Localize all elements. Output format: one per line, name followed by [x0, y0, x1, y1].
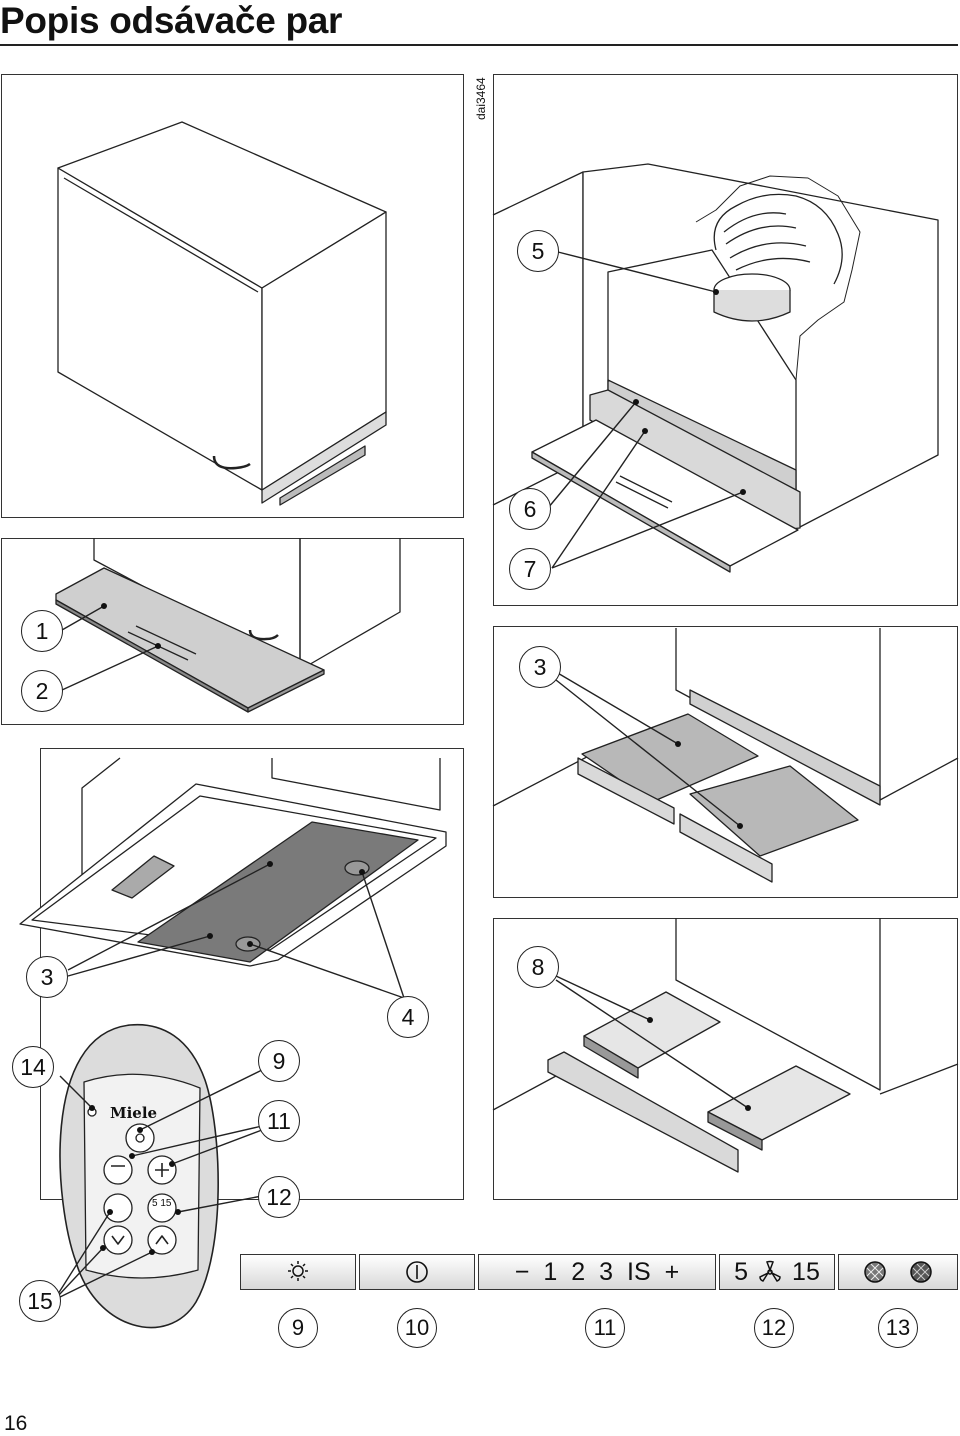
- fan-icon: [759, 1260, 781, 1282]
- legend-9: 9: [278, 1308, 318, 1348]
- callout-11: 11: [258, 1100, 300, 1142]
- callout-12: 12: [258, 1176, 300, 1218]
- control-light-button: [240, 1254, 356, 1290]
- callout-15: 15: [19, 1280, 61, 1322]
- timer-15-label: 15: [792, 1257, 820, 1286]
- callout-7: 7: [509, 548, 551, 590]
- page-title: Popis odsávače par: [0, 0, 343, 41]
- callout-5: 5: [517, 230, 559, 272]
- power-icon: [406, 1261, 428, 1283]
- remote-fan-levels-label: 5 15: [152, 1198, 172, 1209]
- callout-3-underside: 3: [26, 956, 68, 998]
- control-fan-speed: − 1 2 3 IS +: [478, 1254, 716, 1290]
- callout-3-grease-filters: 3: [519, 646, 561, 688]
- page-number: 16: [4, 1412, 28, 1435]
- callout-4: 4: [387, 996, 429, 1038]
- grease-filter-icon: [864, 1261, 886, 1283]
- callout-14: 14: [12, 1046, 54, 1088]
- timer-5-label: 5: [734, 1257, 749, 1286]
- panel-underside: [40, 748, 464, 1200]
- drawing-code: dai3464: [474, 77, 488, 120]
- fan-minus-button: −: [514, 1257, 530, 1286]
- panel-grease-filters: [493, 626, 958, 898]
- fan-plus-button: +: [664, 1257, 680, 1286]
- panel-cabinet-extended: [1, 538, 464, 725]
- callout-8: 8: [517, 946, 559, 988]
- remote-brand-logo: Miele: [110, 1104, 158, 1122]
- control-filter-indicators: [838, 1254, 958, 1290]
- panel-cabinet-closed: [1, 74, 464, 518]
- fan-level-2: 2: [571, 1257, 586, 1286]
- fan-level-3: 3: [599, 1257, 614, 1286]
- panel-odour-filters: [493, 918, 958, 1200]
- odour-filter-icon: [910, 1261, 932, 1283]
- legend-13: 13: [878, 1308, 918, 1348]
- callout-6: 6: [509, 488, 551, 530]
- legend-10: 10: [397, 1308, 437, 1348]
- fan-level-is: IS: [627, 1257, 651, 1286]
- legend-12: 12: [754, 1308, 794, 1348]
- callout-1: 1: [21, 610, 63, 652]
- control-run-on-timer: 5 15: [719, 1254, 835, 1290]
- callout-2: 2: [21, 670, 63, 712]
- panel-duct-installation: [493, 74, 958, 606]
- callout-9: 9: [258, 1040, 300, 1082]
- fan-level-1: 1: [543, 1257, 558, 1286]
- control-power-button: [359, 1254, 475, 1290]
- legend-11: 11: [585, 1308, 625, 1348]
- title-rule: [0, 44, 958, 46]
- light-icon: [288, 1261, 308, 1281]
